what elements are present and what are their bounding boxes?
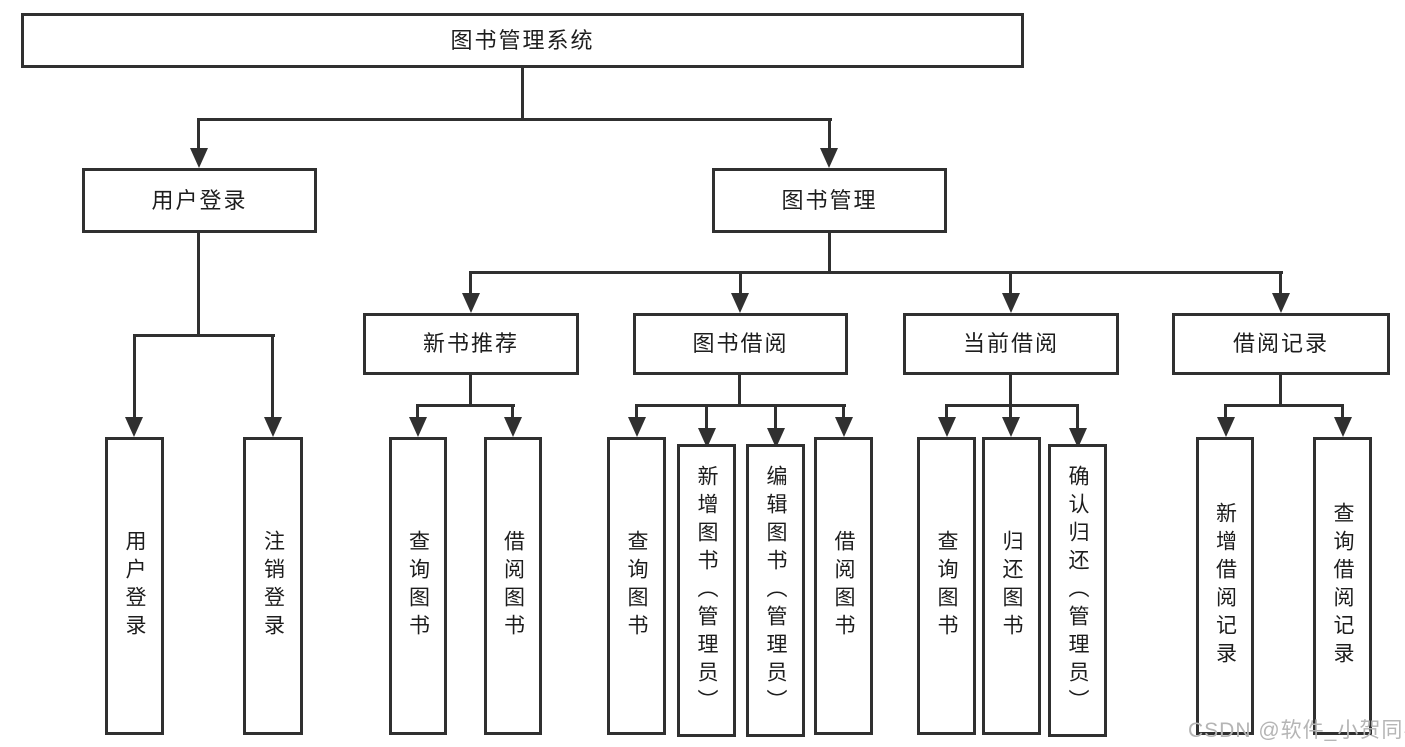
leaf-edit-books-admin: 编辑图书（管理员） [746, 444, 805, 737]
leaf-current-query-books: 查询图书 [917, 437, 976, 735]
connector-drop [511, 404, 514, 420]
connector-drop [1076, 404, 1079, 430]
node-label: 确认归还（管理员） [1066, 464, 1089, 717]
arrow-down-icon [1002, 293, 1020, 313]
node-book-management: 图书管理 [712, 168, 947, 233]
connector-drop [1224, 404, 1227, 420]
connector-drop-new-book [469, 271, 472, 296]
connector-drop-book-borrowing [739, 271, 742, 296]
arrow-down-icon [698, 428, 716, 448]
arrow-down-icon [767, 428, 785, 448]
node-label: 新增图书（管理员） [695, 464, 718, 717]
connector-drop-borrowing-records [1279, 271, 1282, 296]
connector-new-book-crossbar [417, 404, 515, 407]
connector-borrowing-records-stem [1279, 375, 1282, 406]
connector-drop-user-login [197, 118, 200, 150]
connector-book-management-stem [828, 233, 831, 273]
arrow-down-icon [731, 293, 749, 313]
leaf-return-books: 归还图书 [982, 437, 1041, 735]
connector-drop-current-borrowing [1009, 271, 1012, 296]
connector-drop [635, 404, 638, 420]
node-label: 查询图书 [406, 530, 430, 642]
arrow-down-icon [1217, 417, 1235, 437]
connector-borrowing-records-crossbar [1224, 404, 1344, 407]
leaf-confirm-return-admin: 确认归还（管理员） [1048, 444, 1107, 737]
node-label: 用户登录 [151, 187, 248, 213]
arrow-down-icon [938, 417, 956, 437]
arrow-down-icon [125, 417, 143, 437]
connector-book-management-crossbar [470, 271, 1283, 274]
csdn-watermark: CSDN @软件_小贺同学 [1188, 719, 1405, 742]
arrow-down-icon [835, 417, 853, 437]
leaf-borrowing-borrow-books: 借阅图书 [814, 437, 873, 735]
connector-drop [705, 404, 708, 430]
node-label: 查询图书 [625, 530, 648, 642]
connector-book-borrowing-stem [738, 375, 741, 406]
connector-new-book-stem [469, 375, 472, 406]
connector-user-login-crossbar [133, 334, 275, 337]
node-label: 图书借阅 [692, 331, 789, 356]
node-label: 编辑图书（管理员） [764, 464, 787, 717]
connector-current-borrowing-crossbar [945, 404, 1079, 407]
connector-current-borrowing-stem [1009, 375, 1012, 406]
connector-drop [1009, 404, 1012, 420]
node-label: 用户登录 [123, 530, 146, 642]
node-label: 新书推荐 [422, 331, 519, 356]
connector-user-login-stem [197, 233, 200, 337]
node-label: 借阅图书 [832, 530, 855, 642]
connector-book-borrowing-crossbar [635, 404, 846, 407]
leaf-recommend-query-books: 查询图书 [389, 437, 447, 735]
leaf-borrowing-query-books: 查询图书 [607, 437, 666, 735]
connector-drop-book-management [828, 118, 831, 150]
arrow-down-icon [820, 148, 838, 168]
leaf-add-books-admin: 新增图书（管理员） [677, 444, 736, 737]
node-borrowing-records: 借阅记录 [1172, 313, 1390, 375]
connector-root-stem [521, 68, 524, 120]
connector-drop-leaf-user-login [133, 334, 136, 420]
connector-drop [842, 404, 845, 420]
node-label: 图书管理系统 [450, 27, 595, 53]
node-label: 借阅记录 [1232, 331, 1329, 356]
node-library-management-system: 图书管理系统 [21, 13, 1024, 68]
arrow-down-icon [1002, 417, 1020, 437]
arrow-down-icon [504, 417, 522, 437]
leaf-query-borrow-record: 查询借阅记录 [1313, 437, 1372, 735]
node-label: 新增借阅记录 [1213, 502, 1237, 670]
node-user-login: 用户登录 [82, 168, 317, 233]
node-label: 当前借阅 [962, 331, 1059, 356]
connector-drop [416, 404, 419, 420]
node-current-borrowing: 当前借阅 [903, 313, 1119, 375]
connector-root-crossbar [198, 118, 832, 121]
connector-drop [774, 404, 777, 430]
node-new-book-recommend: 新书推荐 [363, 313, 579, 375]
node-label: 归还图书 [1000, 530, 1023, 642]
connector-drop-leaf-logout [271, 334, 274, 420]
leaf-recommend-borrow-books: 借阅图书 [484, 437, 542, 735]
node-label: 图书管理 [781, 187, 878, 213]
arrow-down-icon [190, 148, 208, 168]
node-label: 注销登录 [261, 530, 285, 642]
leaf-logout-login: 注销登录 [243, 437, 303, 735]
node-label: 查询借阅记录 [1331, 502, 1354, 670]
node-book-borrowing: 图书借阅 [633, 313, 848, 375]
node-label: 查询图书 [935, 530, 958, 642]
arrow-down-icon [628, 417, 646, 437]
arrow-down-icon [1334, 417, 1352, 437]
leaf-add-borrow-record: 新增借阅记录 [1196, 437, 1254, 735]
arrow-down-icon [409, 417, 427, 437]
connector-drop [1341, 404, 1344, 420]
arrow-down-icon [1069, 428, 1087, 448]
leaf-user-login: 用户登录 [105, 437, 164, 735]
node-label: 借阅图书 [501, 530, 525, 642]
arrow-down-icon [462, 293, 480, 313]
arrow-down-icon [1272, 293, 1290, 313]
arrow-down-icon [264, 417, 282, 437]
connector-drop [945, 404, 948, 420]
